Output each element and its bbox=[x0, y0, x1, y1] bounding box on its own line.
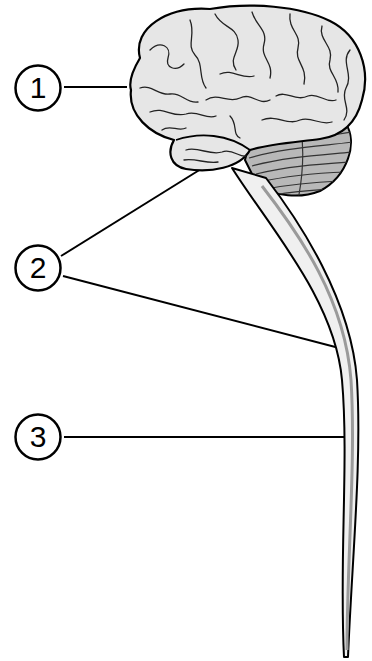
callout-circle: 1 bbox=[14, 64, 62, 112]
leader-line bbox=[61, 169, 201, 256]
leader-line bbox=[64, 86, 127, 88]
callout-circle: 3 bbox=[14, 413, 62, 461]
circle-shape bbox=[16, 415, 61, 460]
callout-number: 2 bbox=[30, 253, 47, 283]
circle-shape bbox=[16, 66, 61, 111]
spinal-cord bbox=[232, 168, 358, 657]
callout-number: 3 bbox=[30, 422, 47, 452]
callout-number: 1 bbox=[30, 73, 47, 103]
leader-line bbox=[64, 436, 350, 438]
circle-shape bbox=[16, 246, 61, 291]
leader-line bbox=[63, 276, 343, 349]
callout-circle: 2 bbox=[14, 244, 62, 292]
cerebrum bbox=[130, 6, 365, 171]
